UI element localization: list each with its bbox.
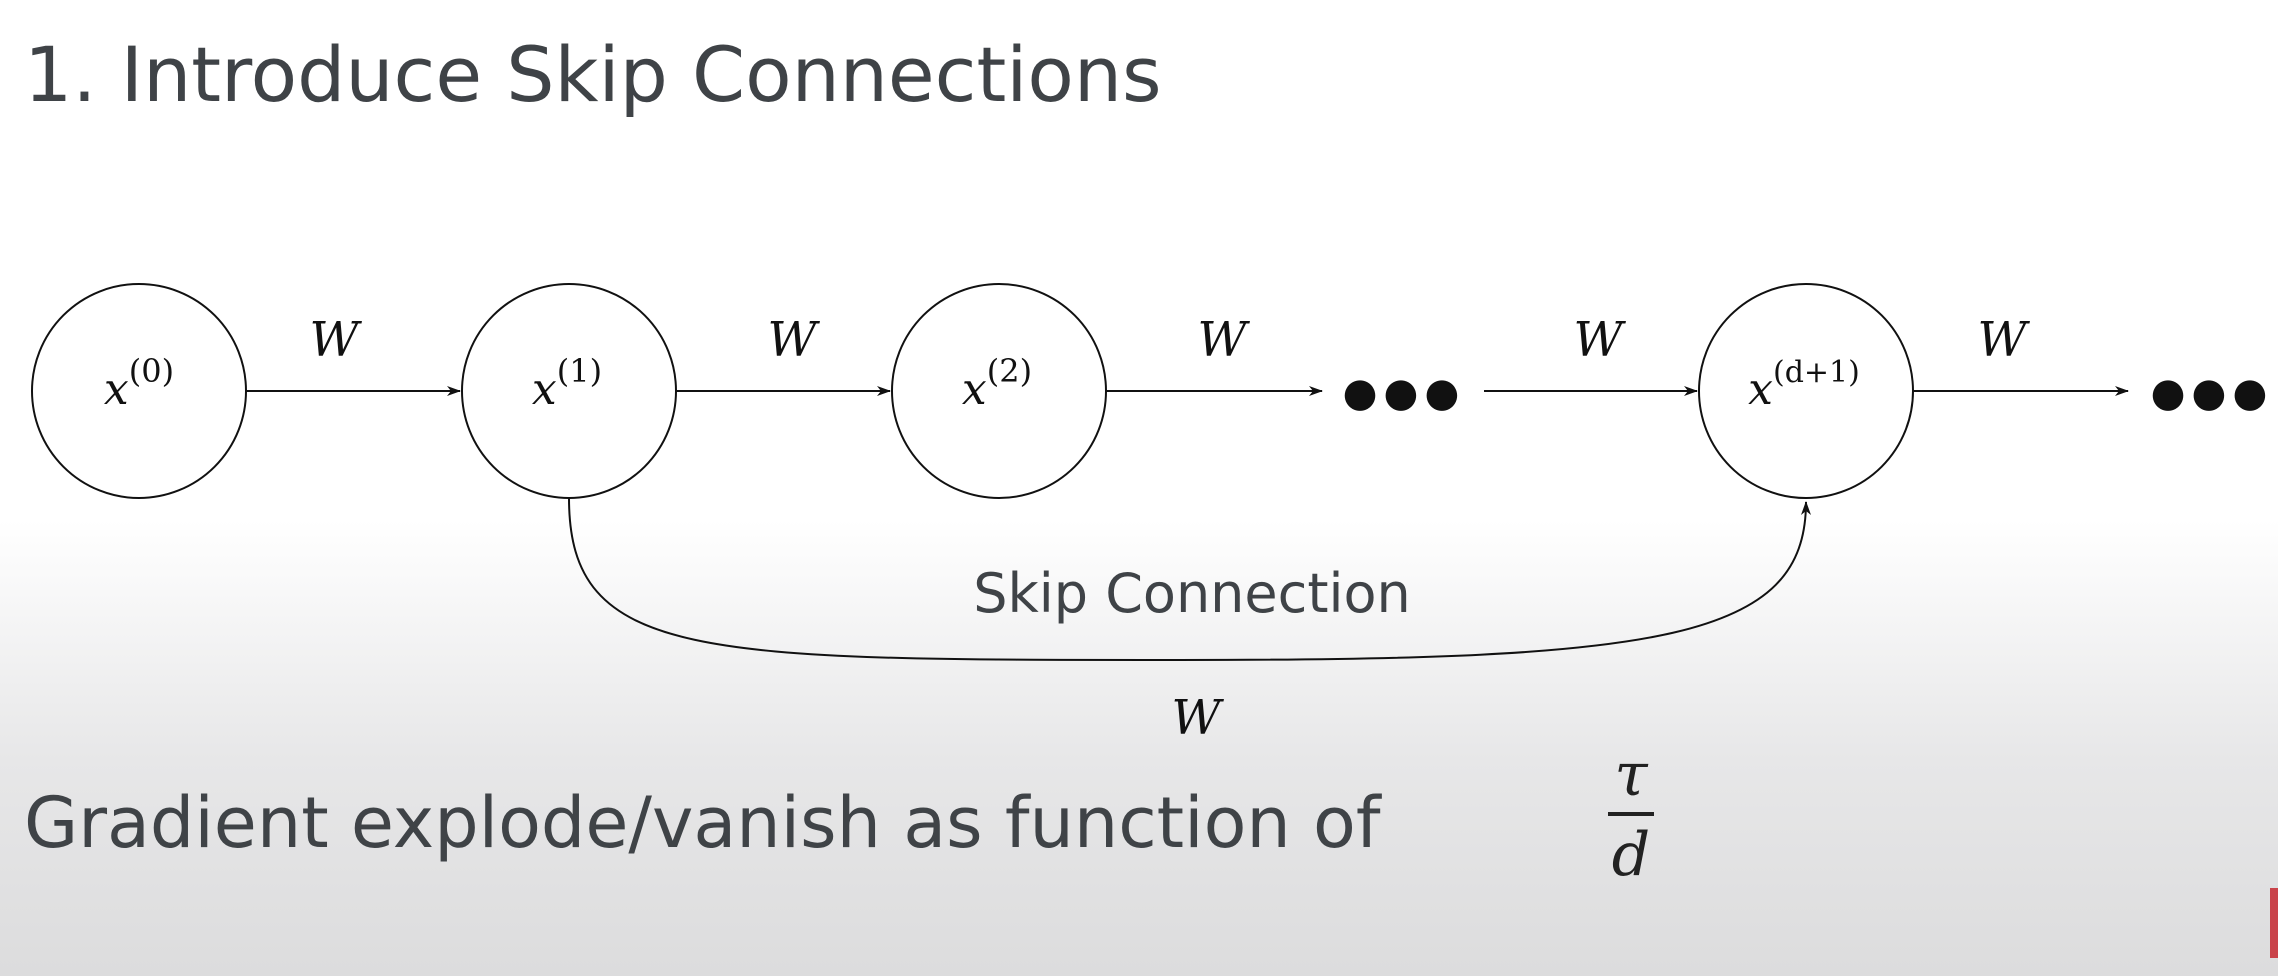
node-xd1-label: x(d+1): [1748, 355, 1860, 415]
node-x0-label: x(0): [104, 352, 174, 415]
skip-connection-curve: [568, 497, 1811, 662]
ellipsis-middle: ●●●: [1343, 370, 1466, 416]
corner-accent-mark: [2270, 888, 2278, 958]
fraction-numerator: τ: [1614, 740, 1648, 810]
node-x0-circle: [31, 283, 247, 499]
node-xd1-circle: [1698, 283, 1914, 499]
weight-label-edge-3: W: [1197, 312, 1250, 368]
slide-title: 1. Introduce Skip Connections: [24, 30, 1162, 119]
gradient-statement: Gradient explode/vanish as function of: [24, 782, 1381, 864]
weight-label-edge-5: W: [1977, 312, 2030, 368]
node-x1-label: x(1): [532, 352, 602, 415]
skip-weight-label: W: [1171, 690, 1224, 746]
ellipsis-right: ●●●: [2151, 370, 2274, 416]
fraction-denominator: d: [1611, 820, 1651, 890]
fraction-bar: [1608, 812, 1654, 816]
skip-connection-label: Skip Connection: [973, 562, 1411, 625]
weight-label-edge-2: W: [767, 312, 820, 368]
tau-over-d-fraction: τ d: [1606, 742, 1656, 888]
node-x2-label: x(2): [962, 352, 1032, 415]
node-x1-circle: [461, 283, 677, 499]
weight-label-edge-4: W: [1573, 312, 1626, 368]
node-x2-circle: [891, 283, 1107, 499]
weight-label-edge-1: W: [309, 312, 362, 368]
